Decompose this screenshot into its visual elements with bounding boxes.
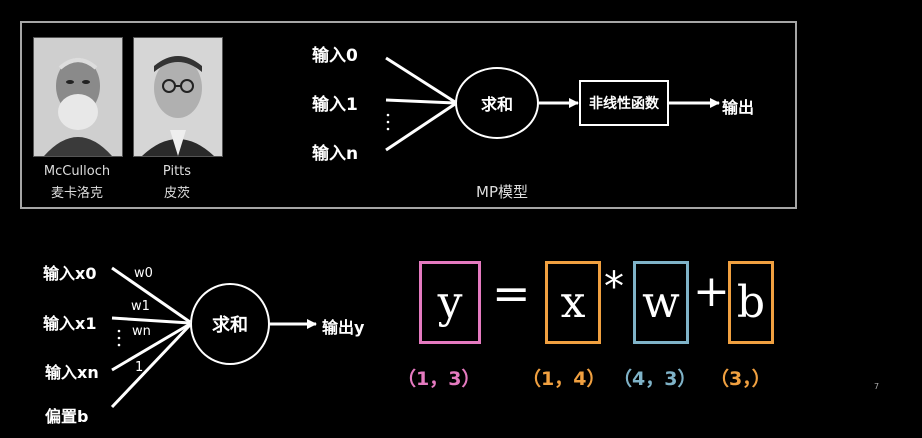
top-input-0-label: 输入0 xyxy=(312,46,358,66)
eq-y-box: y xyxy=(419,261,481,344)
top-input-n-line xyxy=(385,102,456,152)
bottom-output-label: 输出y xyxy=(322,318,365,337)
shape-b: （3，） xyxy=(710,368,771,390)
nonlinear-function-label: 非线性函数 xyxy=(589,96,659,112)
top-sum-label: 求和 xyxy=(480,95,513,114)
eq-equals: = xyxy=(492,266,531,320)
mp-model-caption: MP模型 xyxy=(476,183,528,201)
bottom-bias-label: 偏置b xyxy=(45,407,89,426)
eq-x-box: x xyxy=(545,261,601,344)
bottom-bias-line xyxy=(110,323,192,409)
bottom-sum-label: 求和 xyxy=(212,315,248,336)
shape-w: （4，3） xyxy=(613,368,697,390)
top-sum-node: 求和 xyxy=(455,67,539,139)
eq-b: b xyxy=(736,277,766,328)
bottom-sum-node: 求和 xyxy=(190,283,270,365)
pitts-name-cn: 皮茨 xyxy=(163,186,190,201)
top-input-1-line xyxy=(385,98,456,105)
mp-model-panel xyxy=(20,21,797,209)
bottom-input-xn-line xyxy=(111,322,191,372)
pitts-photo xyxy=(133,37,223,157)
eq-plus: + xyxy=(693,266,730,317)
top-output-label: 输出 xyxy=(722,98,755,117)
page-number: 7 xyxy=(874,382,880,391)
eq-multiply: * xyxy=(604,264,624,310)
shape-x: （1，4） xyxy=(522,368,606,390)
eq-w-box: w xyxy=(633,261,689,344)
eq-x: x xyxy=(560,277,586,328)
weight-wn-label: wn xyxy=(132,324,151,339)
bottom-input-x1-label: 输入x1 xyxy=(43,314,97,333)
top-input-0-line xyxy=(385,56,456,104)
mcculloch-name-cn: 麦卡洛克 xyxy=(50,186,103,201)
nonlinear-function-box: 非线性函数 xyxy=(579,80,669,126)
pitts-name-en: Pitts xyxy=(162,164,192,179)
bottom-input-xn-label: 输入xn xyxy=(45,363,99,382)
mcculloch-name-en: McCulloch xyxy=(43,164,111,179)
bottom-input-x0-line xyxy=(111,266,191,324)
bottom-input-x1-line xyxy=(111,316,191,325)
top-input-n-label: 输入n xyxy=(312,144,359,164)
weight-w0-label: w0 xyxy=(134,266,153,281)
top-input-1-label: 输入1 xyxy=(312,95,358,115)
eq-w: w xyxy=(642,277,680,328)
bottom-input-x0-label: 输入x0 xyxy=(43,264,97,283)
shape-y: （1，3） xyxy=(397,368,481,390)
eq-y: y xyxy=(437,277,463,328)
weight-w1-label: w1 xyxy=(131,299,150,314)
mcculloch-photo xyxy=(33,37,123,157)
bias-weight-label: 1 xyxy=(135,360,144,375)
eq-b-box: b xyxy=(728,261,774,344)
